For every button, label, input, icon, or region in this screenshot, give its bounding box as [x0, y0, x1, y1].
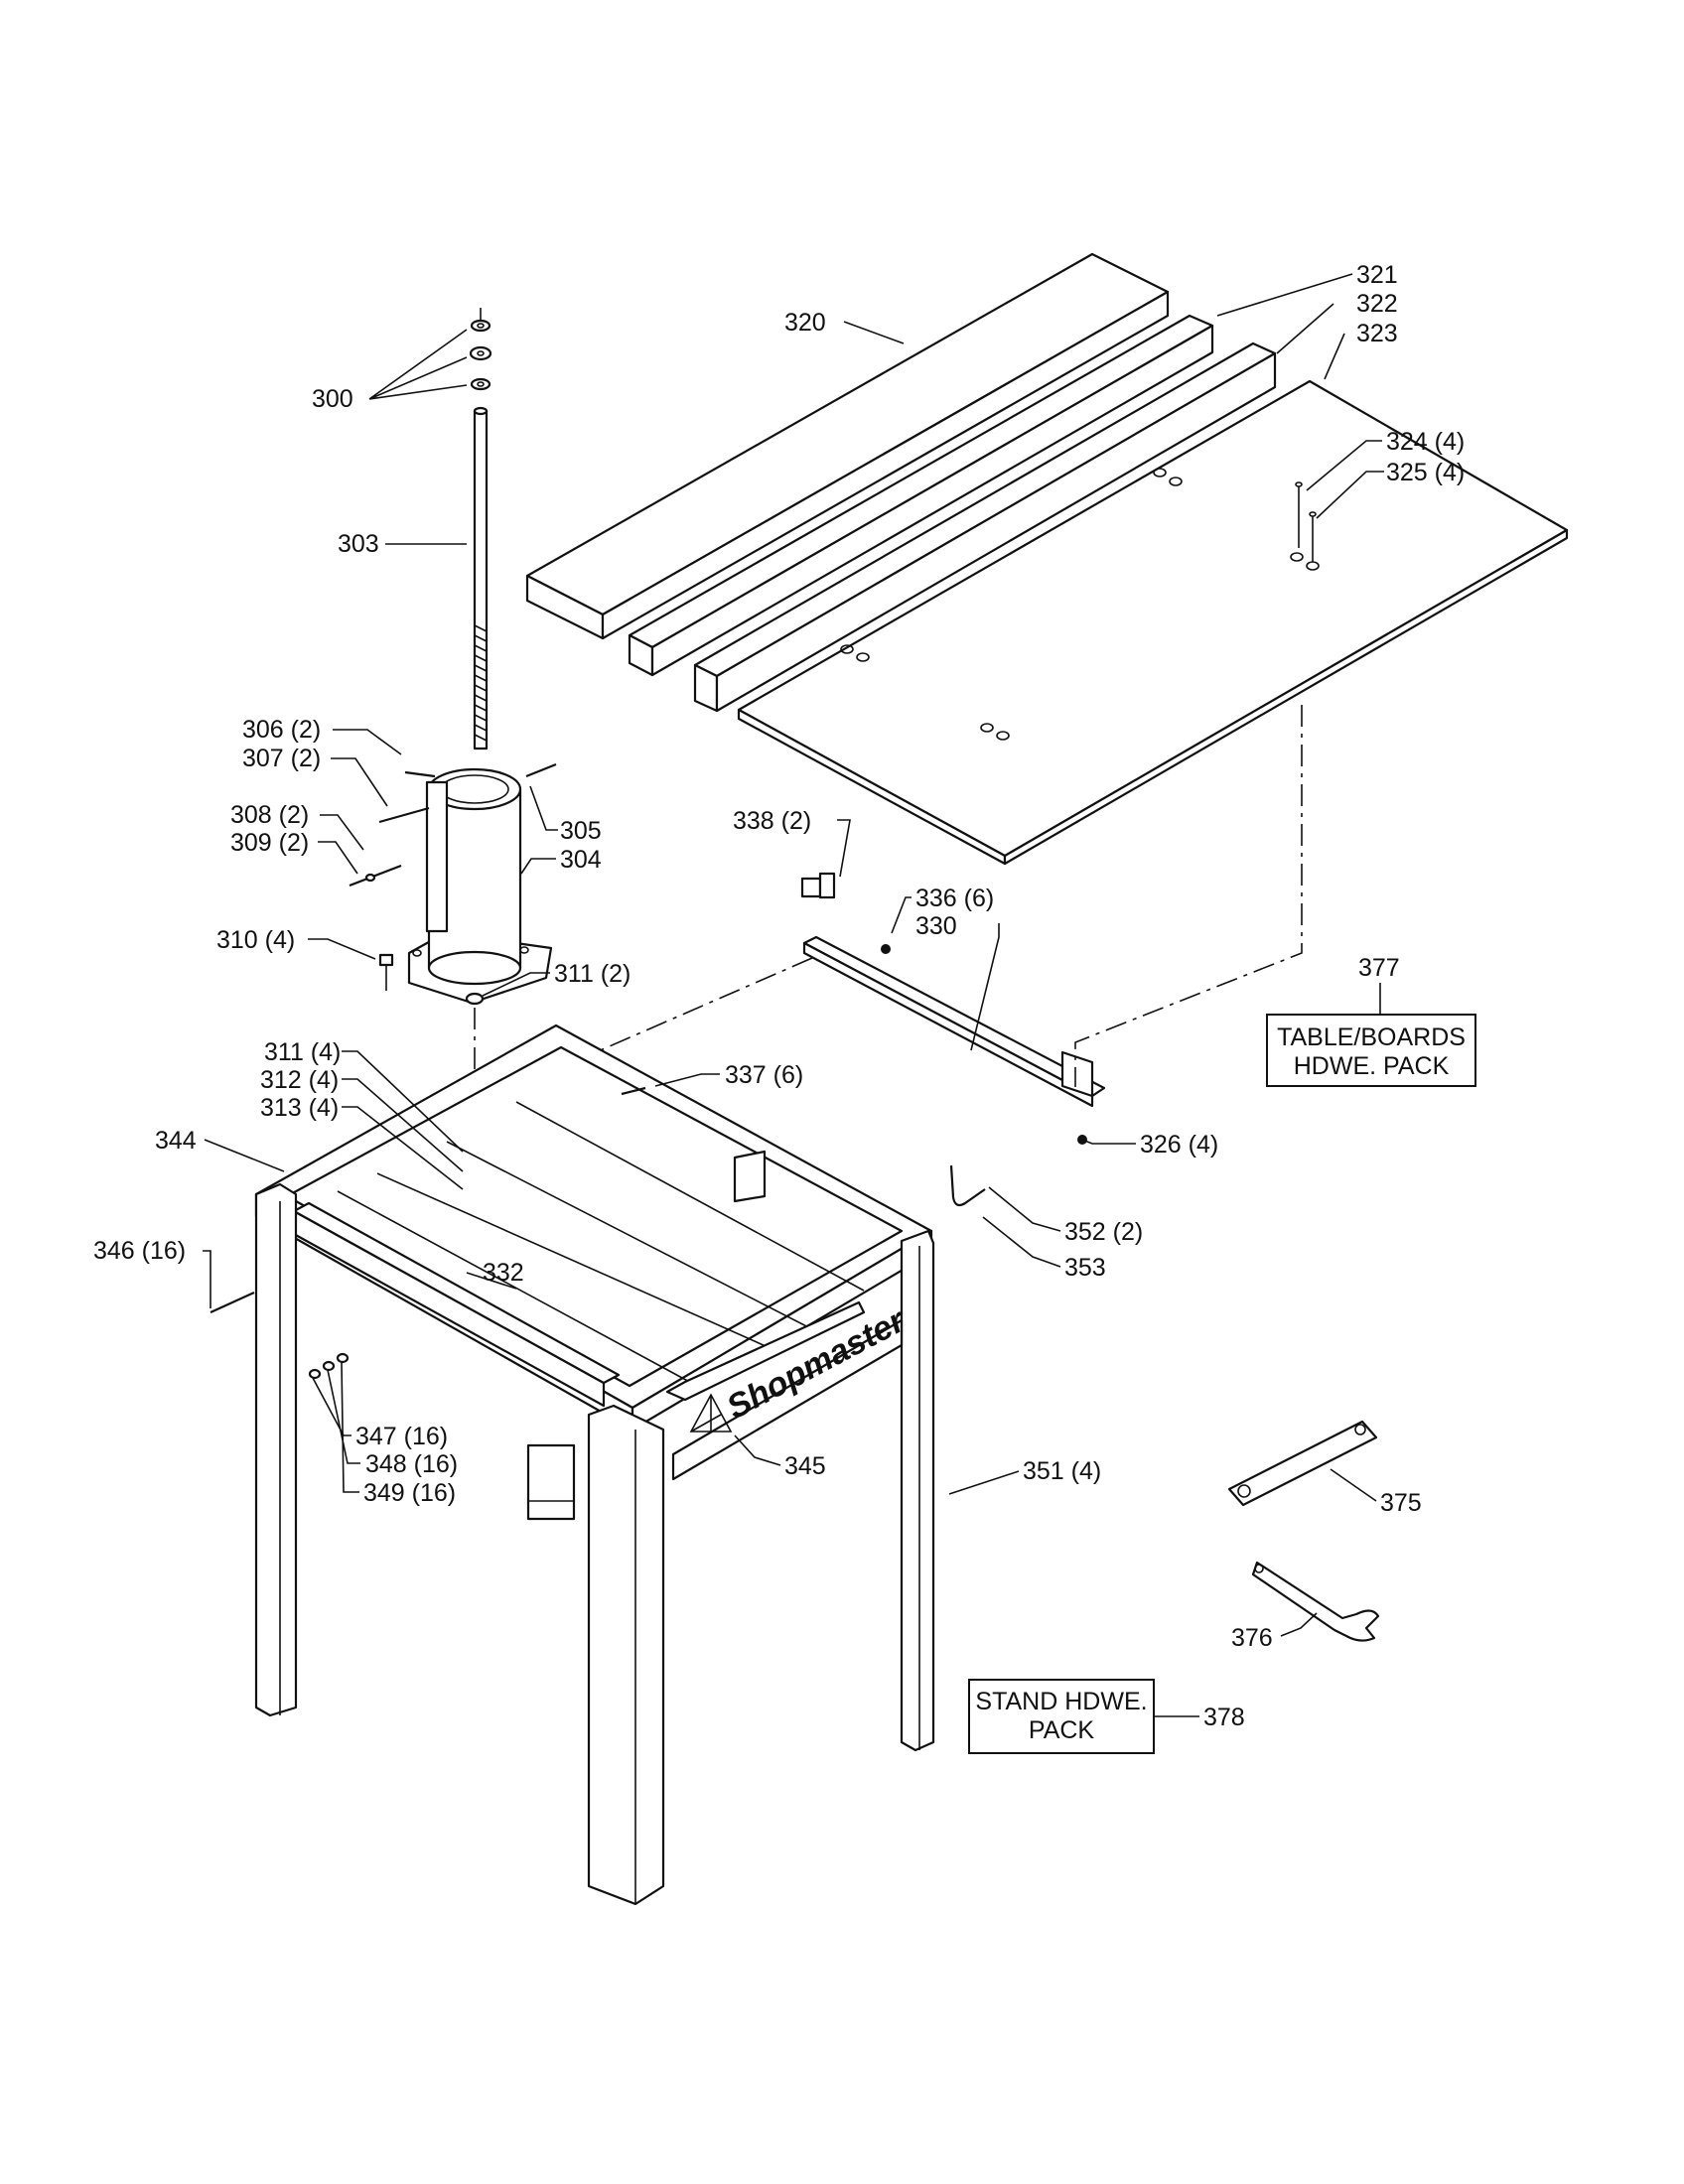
- callout-303: 303: [338, 530, 379, 558]
- callout-338: 338 (2): [733, 807, 811, 835]
- callout-375: 375: [1380, 1489, 1422, 1517]
- callout-320: 320: [784, 309, 826, 337]
- callout-344: 344: [155, 1127, 197, 1155]
- callout-353: 353: [1064, 1254, 1106, 1282]
- callout-311-a: 311 (2): [554, 960, 631, 988]
- board-321: [628, 314, 1214, 677]
- callout-307: 307 (2): [242, 745, 321, 772]
- board-320: [525, 252, 1170, 640]
- hardware-346-349: [210, 1291, 350, 1380]
- callout-337: 337 (6): [725, 1061, 803, 1089]
- callout-313: 313 (4): [260, 1094, 339, 1122]
- fasteners-306-309: [349, 770, 436, 887]
- table-pack-line-1: TABLE/BOARDS: [1277, 1024, 1466, 1051]
- callout-309: 309 (2): [230, 829, 309, 857]
- table-pack-line-2: HDWE. PACK: [1294, 1052, 1450, 1080]
- washers-300: [469, 308, 492, 391]
- callout-324: 324 (4): [1386, 428, 1465, 456]
- callout-323: 323: [1356, 320, 1398, 347]
- callout-322: 322: [1356, 290, 1398, 318]
- callout-336: 336 (6): [915, 885, 994, 912]
- leader-lines: [203, 273, 1384, 1717]
- bolt-310: [378, 953, 394, 991]
- callout-377: 377: [1358, 954, 1400, 982]
- hook-352-353: [949, 1164, 986, 1207]
- table-top-323: [737, 379, 1569, 866]
- callout-348: 348 (16): [365, 1450, 458, 1478]
- callout-349: 349 (16): [363, 1479, 456, 1507]
- support-bar-330: [802, 935, 1106, 1145]
- callout-308: 308 (2): [230, 801, 309, 829]
- stand-hardware-pack: STAND HDWE. PACK: [968, 1679, 1155, 1754]
- column-base-304: [407, 767, 553, 1005]
- screw-337: [621, 1086, 646, 1096]
- bracket-lower: [526, 1443, 576, 1521]
- leg-right-351: [900, 1229, 935, 1752]
- callout-312: 312 (4): [260, 1066, 339, 1094]
- callout-376: 376: [1231, 1624, 1273, 1652]
- rail-332: [292, 1201, 621, 1408]
- callout-304: 304: [560, 846, 602, 874]
- callout-305: 305: [560, 817, 602, 845]
- nut-336: [881, 944, 891, 954]
- callout-346: 346 (16): [93, 1237, 186, 1265]
- stand-pack-line-2: PACK: [1029, 1716, 1095, 1744]
- callout-332: 332: [483, 1259, 524, 1287]
- callout-326: 326 (4): [1140, 1131, 1218, 1159]
- leg-left-351: [254, 1182, 298, 1717]
- callout-311-b: 311 (4): [264, 1038, 341, 1066]
- leg-front-351: [587, 1404, 665, 1906]
- callout-310: 310 (4): [216, 926, 295, 954]
- pin-305: [525, 762, 557, 778]
- callout-347: 347 (16): [355, 1423, 448, 1450]
- bolts-324-325: [1295, 481, 1317, 562]
- callout-325: 325 (4): [1386, 459, 1465, 486]
- threaded-rod-303: [473, 406, 489, 751]
- callout-351: 351 (4): [1023, 1457, 1101, 1485]
- callout-378: 378: [1203, 1704, 1245, 1731]
- stand-pack-line-1: STAND HDWE.: [975, 1688, 1147, 1715]
- centerline-table: [1074, 705, 1303, 1087]
- callout-345: 345: [784, 1452, 826, 1480]
- callout-352: 352 (2): [1064, 1218, 1143, 1246]
- callout-330: 330: [915, 912, 957, 940]
- board-322: [693, 341, 1277, 713]
- wrench-376: [1251, 1561, 1380, 1642]
- washer-311: [465, 992, 485, 1006]
- callout-300: 300: [312, 385, 353, 413]
- callout-306: 306 (2): [242, 716, 321, 744]
- callout-321: 321: [1356, 261, 1398, 289]
- wrench-375: [1227, 1420, 1378, 1507]
- table-boards-hardware-pack: TABLE/BOARDS HDWE. PACK: [1266, 1014, 1476, 1087]
- clamp-338: [800, 872, 836, 899]
